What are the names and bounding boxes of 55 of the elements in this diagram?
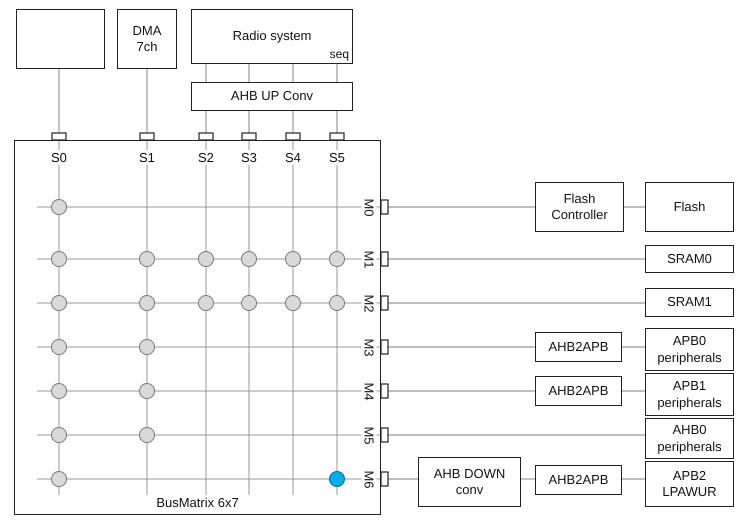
component-label: AHB2APB	[548, 382, 610, 400]
port-label: M5	[362, 424, 377, 446]
component-label: AHB UP Conv	[230, 88, 314, 105]
port-label: M2	[362, 292, 377, 314]
port-label: M4	[362, 380, 377, 402]
port-label: S3	[240, 150, 258, 164]
component-label: AHB2APB	[548, 472, 610, 488]
connector-line	[622, 346, 645, 348]
component-box	[645, 288, 734, 317]
component-label: AHB0 peripherals	[656, 422, 723, 455]
component-box	[535, 465, 622, 495]
component-label: Radio system	[232, 28, 312, 45]
connector-line	[624, 206, 645, 208]
component-box	[645, 328, 734, 371]
connector-line	[521, 478, 535, 480]
component-label: APB2 LPAWUR	[661, 468, 718, 500]
component-label: APB1 peripherals	[656, 378, 723, 411]
component-label: AHB2APB	[548, 338, 610, 356]
connector-line	[336, 64, 338, 82]
component-box	[418, 457, 521, 507]
port-label: S1	[138, 150, 156, 164]
component-box	[535, 376, 622, 406]
component-box	[117, 9, 177, 69]
port-label: M1	[362, 248, 377, 270]
port-label: M3	[362, 336, 377, 358]
port-label: S4	[284, 150, 302, 164]
component-box	[535, 182, 624, 232]
port-label: M6	[362, 468, 377, 490]
component-label: SRAM1	[666, 294, 713, 311]
component-label: Flash	[672, 198, 706, 216]
empty-component-box	[16, 9, 105, 69]
port-label: S5	[328, 150, 346, 164]
connector-line	[622, 390, 645, 392]
component-box	[191, 9, 353, 64]
component-label: BusMatrix 6x7	[155, 494, 240, 511]
component-box	[645, 373, 734, 416]
port-label: S2	[197, 150, 215, 164]
port-label: M0	[362, 196, 377, 218]
sub-label: seq	[330, 47, 349, 62]
component-label: Flash Controller	[550, 190, 609, 224]
component-box	[645, 418, 734, 459]
component-box	[191, 82, 353, 111]
component-label: SRAM0	[666, 250, 713, 268]
component-label: AHB DOWN conv	[432, 466, 506, 498]
connector-line	[622, 478, 645, 480]
component-box	[645, 182, 734, 232]
component-box	[645, 461, 734, 507]
port-label: S0	[50, 150, 68, 164]
connector-line	[248, 64, 250, 82]
connector-line	[292, 64, 294, 82]
component-label: DMA 7ch	[132, 22, 162, 56]
component-box	[645, 245, 734, 273]
connector-line	[205, 64, 207, 82]
component-label: APB0 peripherals	[656, 333, 723, 366]
component-box	[535, 332, 622, 362]
